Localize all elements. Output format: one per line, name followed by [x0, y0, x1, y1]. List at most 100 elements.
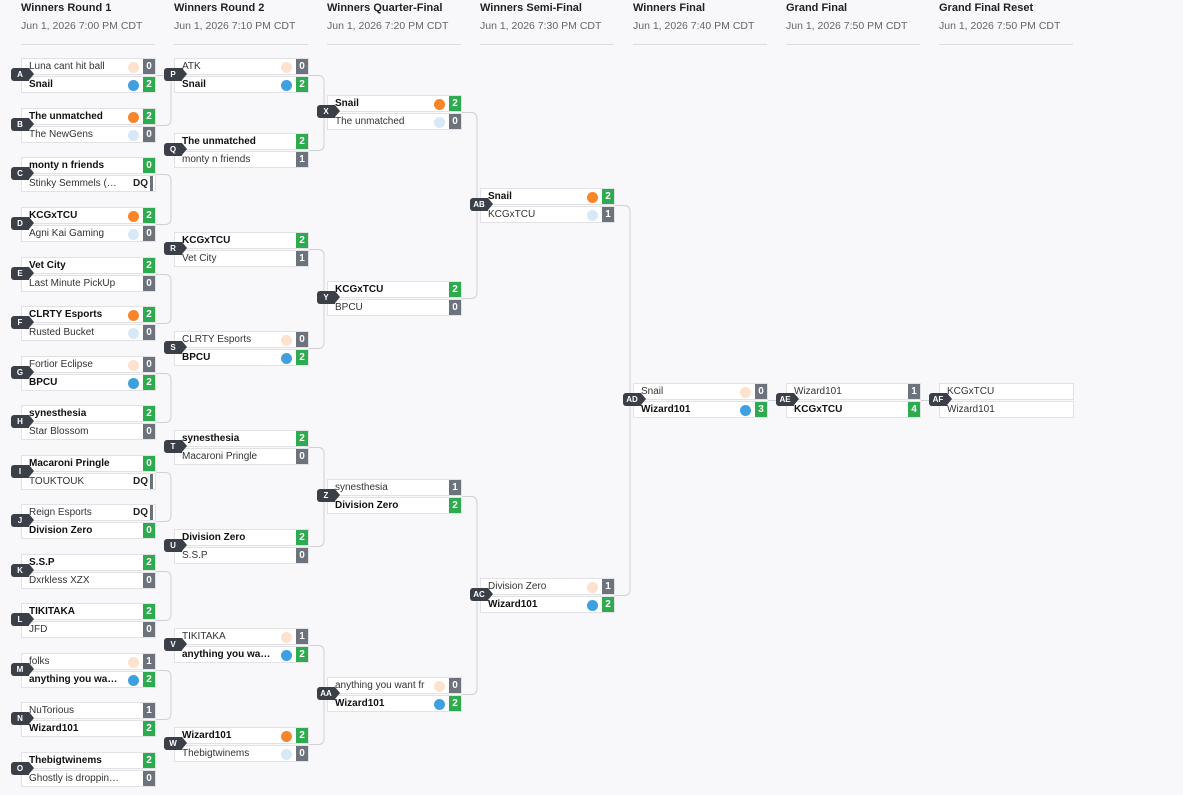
team-score: 2 [296, 134, 308, 149]
round-date: Jun 1, 2026 7:00 PM CDT [21, 20, 143, 32]
team-slot[interactable]: Ghostly is dropping a ...0 [21, 770, 156, 787]
team-score: 0 [296, 332, 308, 347]
team-score: 1 [602, 579, 614, 594]
team-slot[interactable]: Stinky Semmels (Chr...DQ [21, 175, 156, 192]
team-slot[interactable]: Wizard101 [939, 401, 1074, 418]
team-slot[interactable]: KCGxTCU [939, 383, 1074, 400]
